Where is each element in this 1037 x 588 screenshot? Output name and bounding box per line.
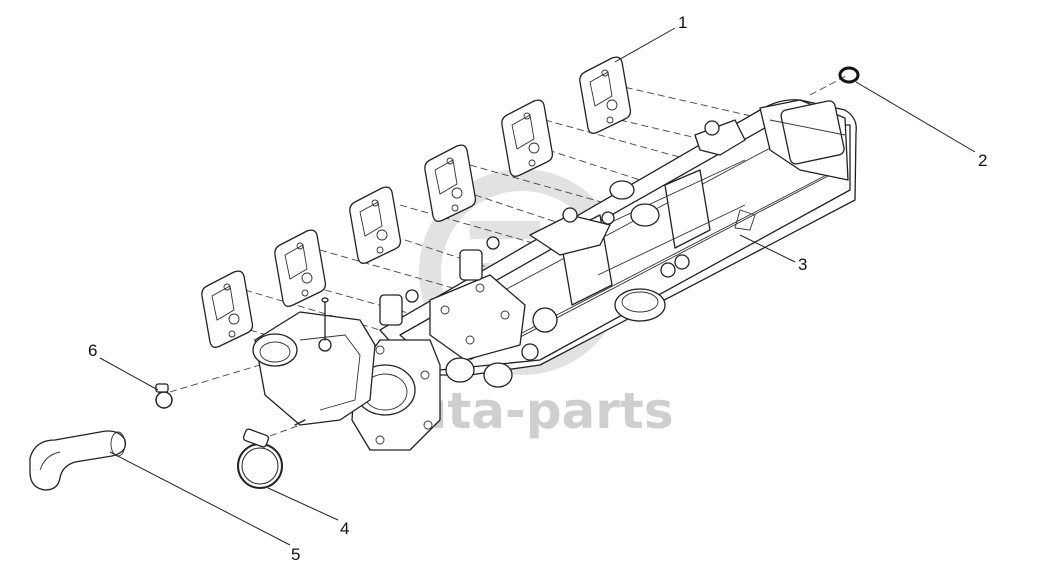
exhaust-manifold [252,99,857,451]
hose [29,430,127,491]
gasket-1 [579,56,632,134]
callout-4: 4 [340,519,349,538]
gasket-2 [501,99,554,177]
small-clamp [155,383,173,409]
callout-3: 3 [798,255,807,274]
callout-numbers: 1 2 3 4 5 6 [88,13,987,564]
leader-lines [99,27,976,546]
sealing-ring [838,66,860,84]
gasket-6 [201,270,254,348]
callout-2: 2 [978,151,987,170]
gasket-5 [274,229,327,307]
callout-6: 6 [88,341,97,360]
gasket-3 [424,144,477,222]
callout-5: 5 [291,545,300,564]
gasket-4 [349,186,402,264]
hose-clamp [237,428,283,489]
callout-1: 1 [678,13,687,32]
